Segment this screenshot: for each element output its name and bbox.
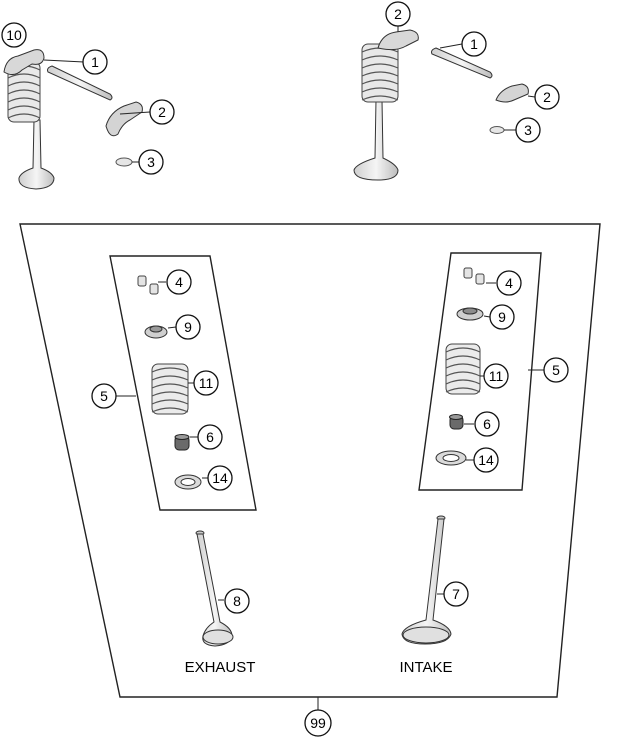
intake-valve-upper: [353, 99, 399, 181]
rocker-arm-upper-left: [3, 49, 45, 76]
callout-intake-seat-14: 14: [478, 452, 494, 468]
callout-intake-retainer-9: 9: [498, 309, 506, 325]
exhaust-valve-lower: 8: [195, 530, 250, 647]
exhaust-valve-stem-seal: [174, 434, 190, 451]
exhaust-valve-assembly-upper: 10 1 2 3: [1, 22, 175, 190]
callout-intake-keepers-4: 4: [505, 275, 513, 291]
assembly-outline: [19, 223, 601, 698]
rocker-arm-right: [495, 83, 529, 103]
shim-right: [489, 126, 505, 134]
intake-spring-seat: [435, 450, 467, 466]
callout-intake-valve-7: 7: [452, 586, 460, 602]
callout-exhaust-spring-11: 11: [199, 375, 214, 391]
callout-top-left-2: 2: [158, 104, 166, 120]
rocker-arm-upper-right: [377, 29, 419, 51]
intake-valve-lower: 7: [401, 515, 469, 645]
callout-top-left-10: 10: [6, 27, 22, 43]
intake-valve-spring: [445, 343, 481, 395]
exhaust-valve-keepers: [137, 275, 159, 295]
rocker-shaft-upper-right: [431, 47, 493, 79]
intake-valve-assembly-upper: 2 1 2 3: [353, 1, 560, 181]
exhaust-spring-seat: [174, 474, 202, 490]
exhaust-spring-kit: 4 9 11 6 14 5: [91, 255, 257, 511]
callout-exhaust-kit-5: 5: [100, 388, 108, 404]
intake-valve-stem-seal: [449, 414, 464, 430]
callout-exhaust-retainer-9: 9: [184, 319, 192, 335]
shim-left: [115, 157, 133, 167]
exhaust-valve-upper: [18, 119, 55, 190]
intake-label: INTAKE: [399, 659, 452, 676]
callout-exhaust-keepers-4: 4: [175, 274, 183, 290]
callout-top-right-2a: 2: [394, 6, 402, 22]
callout-assembly-99: 99: [310, 715, 326, 731]
callout-exhaust-valve-8: 8: [233, 593, 241, 609]
callout-intake-spring-11: 11: [489, 368, 504, 384]
callout-exhaust-seat-14: 14: [212, 470, 228, 486]
callout-top-right-3: 3: [524, 122, 532, 138]
callout-top-right-1: 1: [470, 36, 478, 52]
intake-spring-retainer: [456, 307, 484, 321]
intake-spring-upper: [361, 43, 399, 103]
callout-exhaust-seal-6: 6: [206, 429, 214, 445]
exhaust-spring-retainer: [144, 325, 168, 339]
callout-intake-kit-5: 5: [552, 362, 560, 378]
callout-top-left-3: 3: [147, 154, 155, 170]
rocker-shaft-upper-left: [47, 65, 113, 101]
intake-valve-keepers: [463, 267, 485, 285]
exhaust-label: EXHAUST: [185, 659, 256, 676]
intake-spring-kit: 4 9 11 6 14 5: [418, 252, 569, 491]
callout-top-right-2b: 2: [543, 89, 551, 105]
rocker-arm-left: [105, 101, 143, 137]
exhaust-valve-spring: [151, 363, 189, 415]
callout-intake-seal-6: 6: [483, 416, 491, 432]
callout-top-left-1: 1: [91, 54, 99, 70]
